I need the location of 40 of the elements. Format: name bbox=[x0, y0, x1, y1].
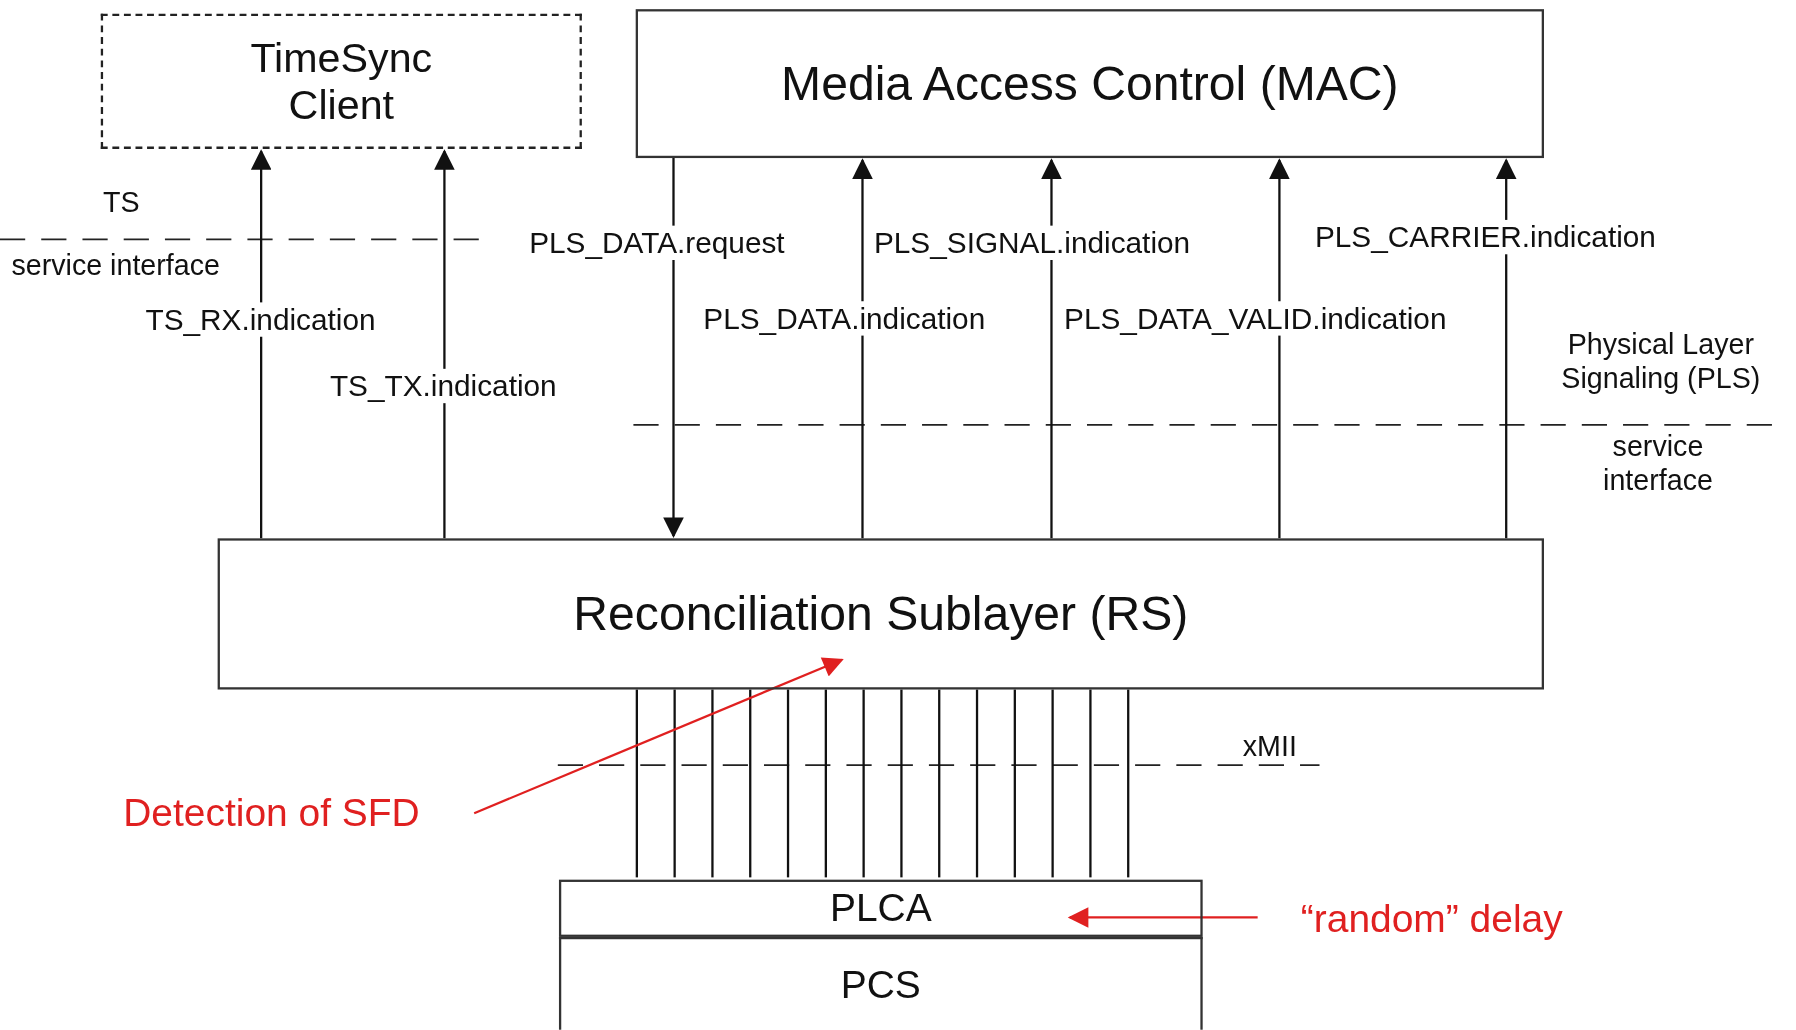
layer-box bbox=[558, 936, 1203, 1030]
arrow bbox=[852, 158, 873, 539]
arrow bbox=[1495, 158, 1517, 539]
signal-line bbox=[1013, 689, 1016, 878]
annotation-text: “random” delay bbox=[1273, 894, 1590, 945]
signal-line bbox=[862, 689, 865, 878]
box-label: Reconciliation Sublayer (RS) bbox=[573, 586, 1189, 642]
box-label: PLCA bbox=[829, 885, 932, 931]
arrow bbox=[250, 149, 272, 539]
arrow bbox=[1067, 907, 1258, 928]
arrow bbox=[663, 158, 684, 539]
arrow bbox=[1041, 158, 1062, 539]
layer-note: TS bbox=[103, 184, 140, 219]
layer-box bbox=[558, 879, 1203, 937]
signal-line bbox=[786, 689, 790, 878]
signal-line bbox=[1051, 689, 1054, 878]
signal-line bbox=[673, 689, 676, 878]
client-box bbox=[100, 13, 582, 149]
layer-box bbox=[635, 9, 1544, 159]
box-label: TimeSync Client bbox=[249, 33, 434, 129]
annotation-text: Detection of SFD bbox=[105, 788, 438, 839]
signal-line bbox=[635, 689, 638, 878]
layer-note: service interface bbox=[1602, 428, 1714, 498]
layer-box bbox=[217, 538, 1544, 690]
signal-line bbox=[824, 689, 827, 878]
signal-line bbox=[938, 689, 941, 878]
signal-line bbox=[711, 689, 714, 878]
signal-line bbox=[900, 689, 903, 878]
signal-line bbox=[975, 689, 979, 878]
signal-line bbox=[1127, 689, 1130, 878]
signal-line bbox=[749, 689, 752, 878]
arrow bbox=[1269, 158, 1290, 539]
layer-note: service interface bbox=[11, 247, 220, 282]
box-label: PCS bbox=[840, 962, 921, 1007]
interface-label: xMII bbox=[1242, 728, 1297, 763]
box-label: Media Access Control (MAC) bbox=[781, 55, 1399, 112]
arrow bbox=[434, 149, 455, 539]
layer-note: Physical Layer Signaling (PLS) bbox=[1560, 326, 1762, 396]
arrow bbox=[473, 657, 844, 815]
signal-line bbox=[1089, 689, 1092, 878]
